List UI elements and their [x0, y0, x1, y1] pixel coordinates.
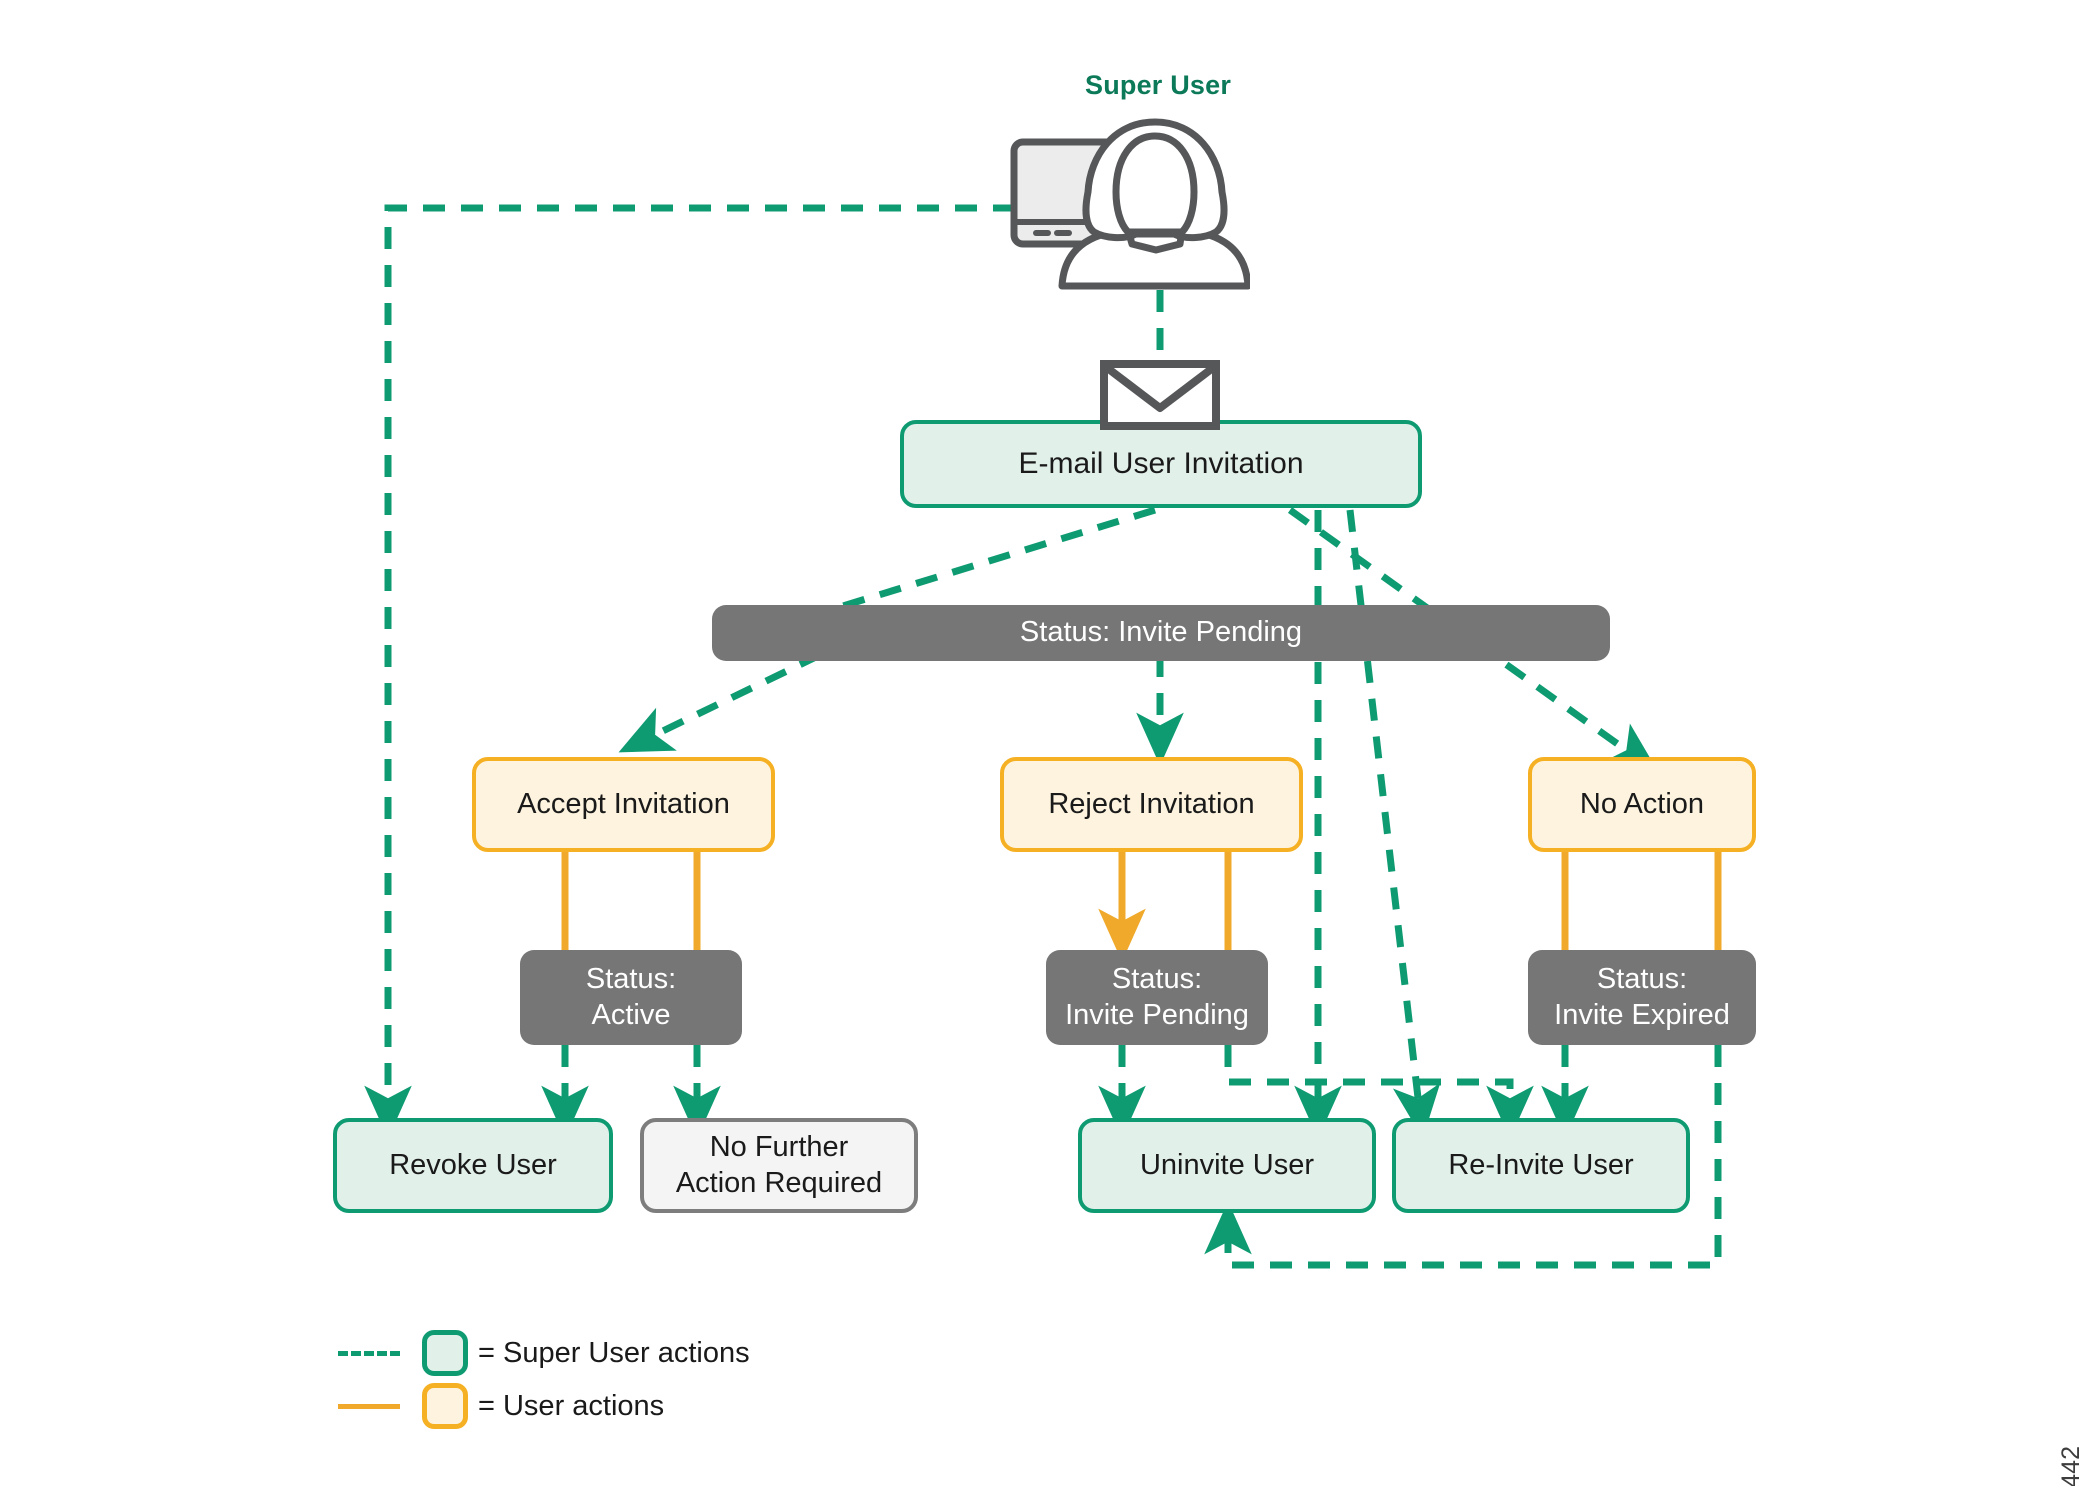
- node-reinvite-user[interactable]: Re-Invite User: [1392, 1118, 1690, 1213]
- node-label-line-2: Invite Pending: [1065, 998, 1249, 1031]
- user-edges: [561, 852, 1722, 962]
- node-no-action[interactable]: No Action: [1528, 757, 1756, 852]
- node-label: Accept Invitation: [517, 787, 730, 820]
- node-label-line-1: Status:: [1596, 963, 1688, 996]
- node-label-line-2: Active: [591, 998, 671, 1031]
- node-label: Re-Invite User: [1448, 1148, 1634, 1181]
- legend-item-super-user-actions: = Super User actions: [338, 1330, 750, 1376]
- legend-label: = Super User actions: [478, 1336, 750, 1369]
- node-label: Uninvite User: [1139, 1148, 1315, 1181]
- node-label: Reject Invitation: [1048, 787, 1255, 820]
- node-status-invite-pending: Status: Invite Pending: [1046, 950, 1268, 1045]
- node-label: E-mail User Invitation: [1018, 446, 1304, 480]
- node-label-line-1: Status:: [1111, 963, 1203, 996]
- legend-solid-line-sample: [338, 1403, 400, 1409]
- legend-swatch-user: [422, 1383, 468, 1429]
- envelope-icon: [1100, 360, 1220, 430]
- node-label-line-1: Status:: [585, 963, 677, 996]
- node-status-invite-pending-top: Status: Invite Pending: [712, 605, 1610, 661]
- legend-label: = User actions: [478, 1389, 665, 1422]
- node-label: Revoke User: [389, 1148, 557, 1181]
- super-user-icon: [1010, 118, 1250, 290]
- node-no-further-action-required: No Further Action Required: [640, 1118, 918, 1213]
- node-accept-invitation[interactable]: Accept Invitation: [472, 757, 775, 852]
- node-label-line-1: No Further: [709, 1131, 849, 1164]
- node-uninvite-user[interactable]: Uninvite User: [1078, 1118, 1376, 1213]
- super-user-edges: [364, 204, 1722, 1269]
- node-status-invite-expired: Status: Invite Expired: [1528, 950, 1756, 1045]
- legend-item-user-actions: = User actions: [338, 1383, 664, 1429]
- node-status-active: Status: Active: [520, 950, 742, 1045]
- node-revoke-user[interactable]: Revoke User: [333, 1118, 613, 1213]
- node-label: No Action: [1579, 787, 1705, 820]
- node-email-user-invitation[interactable]: E-mail User Invitation: [900, 420, 1422, 508]
- node-reject-invitation[interactable]: Reject Invitation: [1000, 757, 1303, 852]
- legend-swatch-super-user: [422, 1330, 468, 1376]
- legend-dashed-line-sample: [338, 1350, 400, 1356]
- node-label: Status: Invite Pending: [1019, 616, 1303, 649]
- page-title: Super User: [1085, 70, 1232, 100]
- node-label-line-2: Invite Expired: [1554, 998, 1730, 1031]
- node-label-line-2: Action Required: [675, 1166, 883, 1199]
- watermark-id: jn-000442: [2057, 1446, 2086, 1486]
